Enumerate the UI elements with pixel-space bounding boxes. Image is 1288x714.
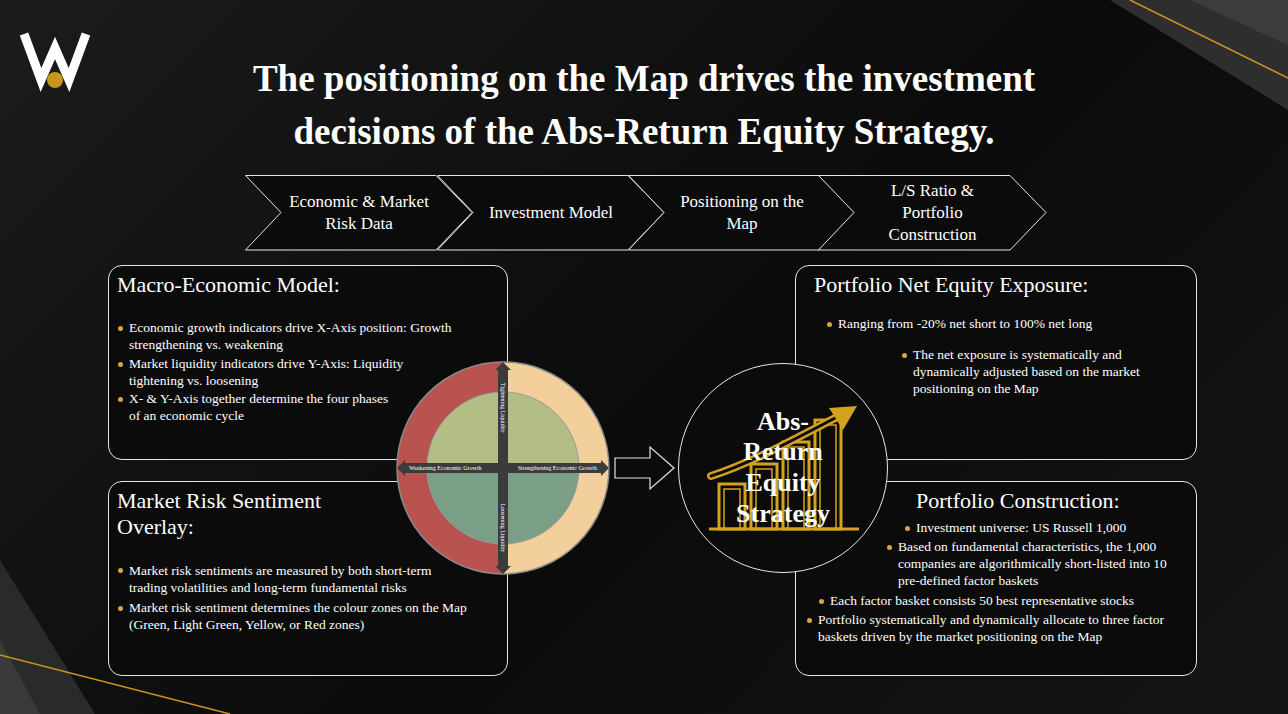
bullet-text: Economic growth indicators drive X-Axis … bbox=[117, 320, 467, 353]
corner-shape bbox=[0, 560, 95, 714]
chevron-shape bbox=[245, 175, 473, 251]
bullet-text: Market risk sentiments are measured by b… bbox=[117, 563, 442, 596]
corner-shape bbox=[1190, 0, 1288, 45]
axis-label: Loosening Liquidity bbox=[500, 503, 506, 552]
chevron-shape bbox=[628, 175, 856, 251]
process-chevron: Positioning on the Map bbox=[628, 175, 856, 251]
step-label: Positioning on the Map bbox=[672, 191, 812, 235]
cycle-map-circle: Tightening LiquidityWeakening Economic G… bbox=[395, 360, 611, 576]
chevron-outline bbox=[246, 176, 473, 251]
process-chevron: Investment Model bbox=[437, 175, 665, 251]
process-chevron: Economic & Market Risk Data bbox=[245, 175, 473, 251]
step-label: L/S Ratio & Portfolio Construction bbox=[878, 180, 988, 246]
box-heading: Portfolio Construction: bbox=[916, 488, 1186, 514]
baseline bbox=[709, 528, 859, 531]
strategy-label: Abs-Return Equity Strategy bbox=[724, 407, 842, 530]
bullet-text: Based on fundamental characteristics, th… bbox=[886, 539, 1186, 589]
block-arrow bbox=[615, 447, 674, 489]
chevron-outline bbox=[629, 176, 856, 251]
liquidity-axis bbox=[495, 362, 511, 574]
bullet-text: Each factor basket consists 50 best repr… bbox=[818, 593, 1188, 610]
process-chevron: L/S Ratio & Portfolio Construction bbox=[818, 175, 1047, 251]
axis-label: Tightening Liquidity bbox=[500, 383, 506, 433]
chevron-outline bbox=[819, 176, 1047, 251]
strategy-circle: Abs-Return Equity Strategy bbox=[678, 363, 888, 573]
bullet-text: Market liquidity indicators drive Y-Axis… bbox=[117, 356, 457, 389]
bullet-text: Investment universe: US Russell 1,000 bbox=[904, 520, 1184, 537]
map-outline bbox=[397, 362, 609, 574]
gold-line bbox=[1130, 0, 1288, 78]
bullet-text: X- & Y-Axis together determine the four … bbox=[117, 391, 402, 424]
box-heading: Market Risk Sentiment Overlay: bbox=[117, 488, 367, 541]
corner-shape bbox=[1110, 0, 1288, 110]
box-heading: Portfolio Net Equity Exposure: bbox=[814, 272, 1184, 298]
logo-dot bbox=[47, 72, 63, 88]
arrow-head bbox=[829, 406, 857, 430]
bullet-text: The net exposure is systematically and d… bbox=[901, 347, 1181, 397]
chevron-outline bbox=[438, 176, 665, 251]
step-label: Investment Model bbox=[486, 202, 616, 224]
axis-label: Weakening Economic Growth bbox=[409, 465, 482, 471]
bullet-text: Market risk sentiment determines the col… bbox=[117, 600, 502, 633]
bullet-text: Ranging from -20% net short to 100% net … bbox=[826, 316, 1176, 333]
axis-label: Strengthening Economic Growth bbox=[518, 465, 597, 471]
corner-shape bbox=[0, 640, 40, 714]
step-label: Economic & Market Risk Data bbox=[284, 191, 434, 235]
bullet-text: Portfolio systematically and dynamically… bbox=[806, 612, 1191, 645]
slide-title: The positioning on the Map drives the in… bbox=[180, 52, 1108, 158]
box-heading: Macro-Economic Model: bbox=[117, 272, 497, 298]
